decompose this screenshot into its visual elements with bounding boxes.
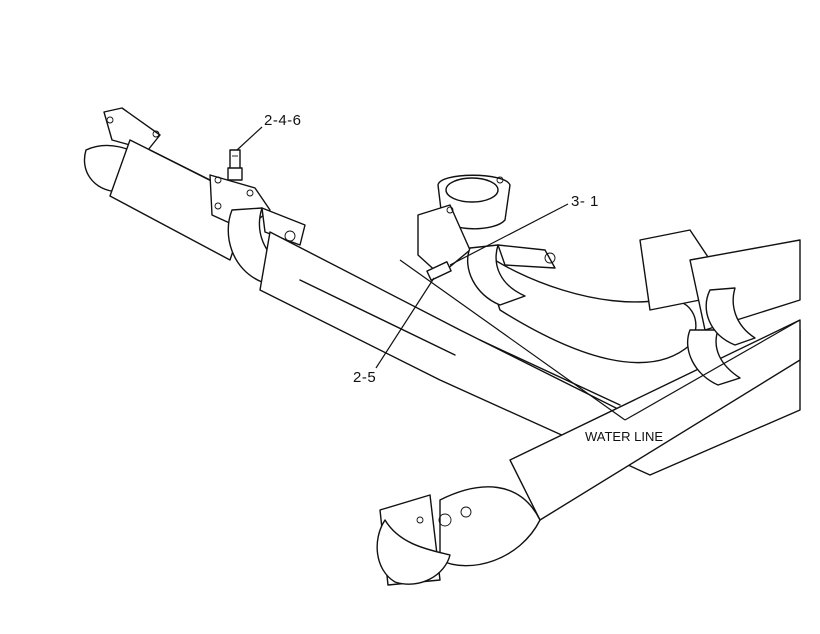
callout-3-1: 3- 1 — [571, 193, 599, 210]
fitting-part-2-4-6 — [227, 149, 243, 181]
callout-2-5: 2-5 — [353, 369, 377, 386]
center-clamp — [466, 244, 556, 306]
center-outlet-flange — [417, 174, 511, 276]
water-line-label: WATER LINE — [585, 429, 664, 444]
callout-leaders — [236, 126, 569, 369]
sensor-part-2-5 — [426, 261, 452, 281]
water-line-boundary — [399, 259, 801, 421]
callout-2-4-6: 2-4-6 — [264, 112, 302, 129]
right-clamps — [686, 287, 756, 386]
